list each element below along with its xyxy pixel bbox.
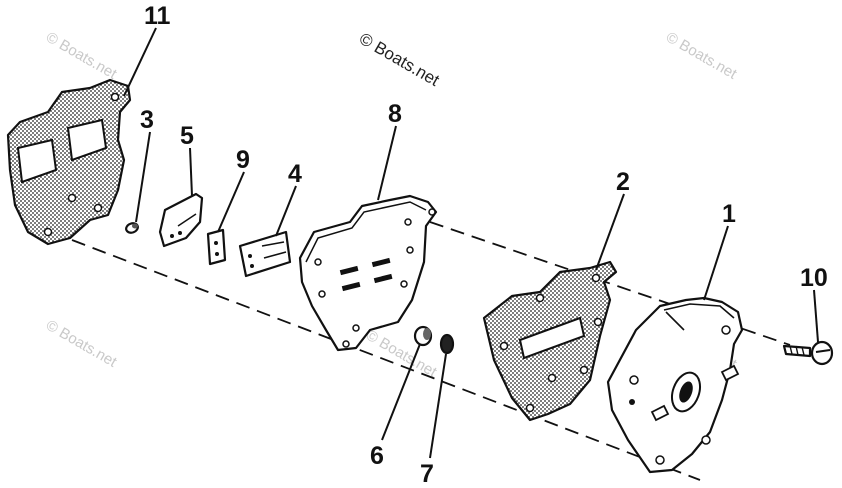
label-4: 4 (288, 160, 302, 188)
label-3: 3 (140, 106, 154, 134)
watermark-main: © Boats.net (356, 29, 443, 90)
part-11-gasket (6, 78, 132, 246)
label-9: 9 (236, 146, 250, 174)
label-2: 2 (616, 168, 630, 196)
part-7-washer (439, 333, 455, 355)
leader-10 (813, 289, 819, 343)
leader-7 (429, 353, 447, 459)
part-labels: 11 3 5 9 4 8 2 1 10 6 7 (140, 2, 828, 488)
part-4-reed (238, 230, 292, 278)
part-8-reed-plate (298, 194, 438, 352)
part-9-clamp (206, 228, 227, 266)
part-5-reed-stop (158, 192, 204, 248)
label-11: 11 (144, 2, 171, 30)
leader-2 (595, 193, 625, 271)
leader-6 (381, 343, 421, 441)
leader-9 (217, 171, 245, 233)
watermark-top-right: © Boats.net (663, 29, 740, 83)
label-10: 10 (800, 264, 828, 292)
label-1: 1 (722, 200, 736, 228)
alignment-line-lower (71, 239, 701, 481)
label-5: 5 (180, 122, 194, 150)
part-6-plug (413, 325, 433, 347)
leader-4 (275, 185, 297, 237)
part-10-screw (782, 340, 834, 366)
watermark-top-left: © Boats.net (43, 29, 120, 83)
leader-8 (377, 125, 397, 201)
part-1-cover (606, 296, 744, 474)
watermark-bottom-left: © Boats.net (43, 317, 120, 371)
label-7: 7 (420, 460, 434, 488)
leader-3 (135, 131, 151, 223)
part-3-screw (125, 222, 139, 234)
leader-1 (703, 225, 729, 301)
leader-11 (123, 27, 157, 97)
leader-lines (123, 27, 819, 459)
part-2-gasket (482, 260, 618, 422)
leader-5 (189, 147, 193, 197)
label-8: 8 (388, 100, 402, 128)
label-6: 6 (370, 442, 384, 470)
